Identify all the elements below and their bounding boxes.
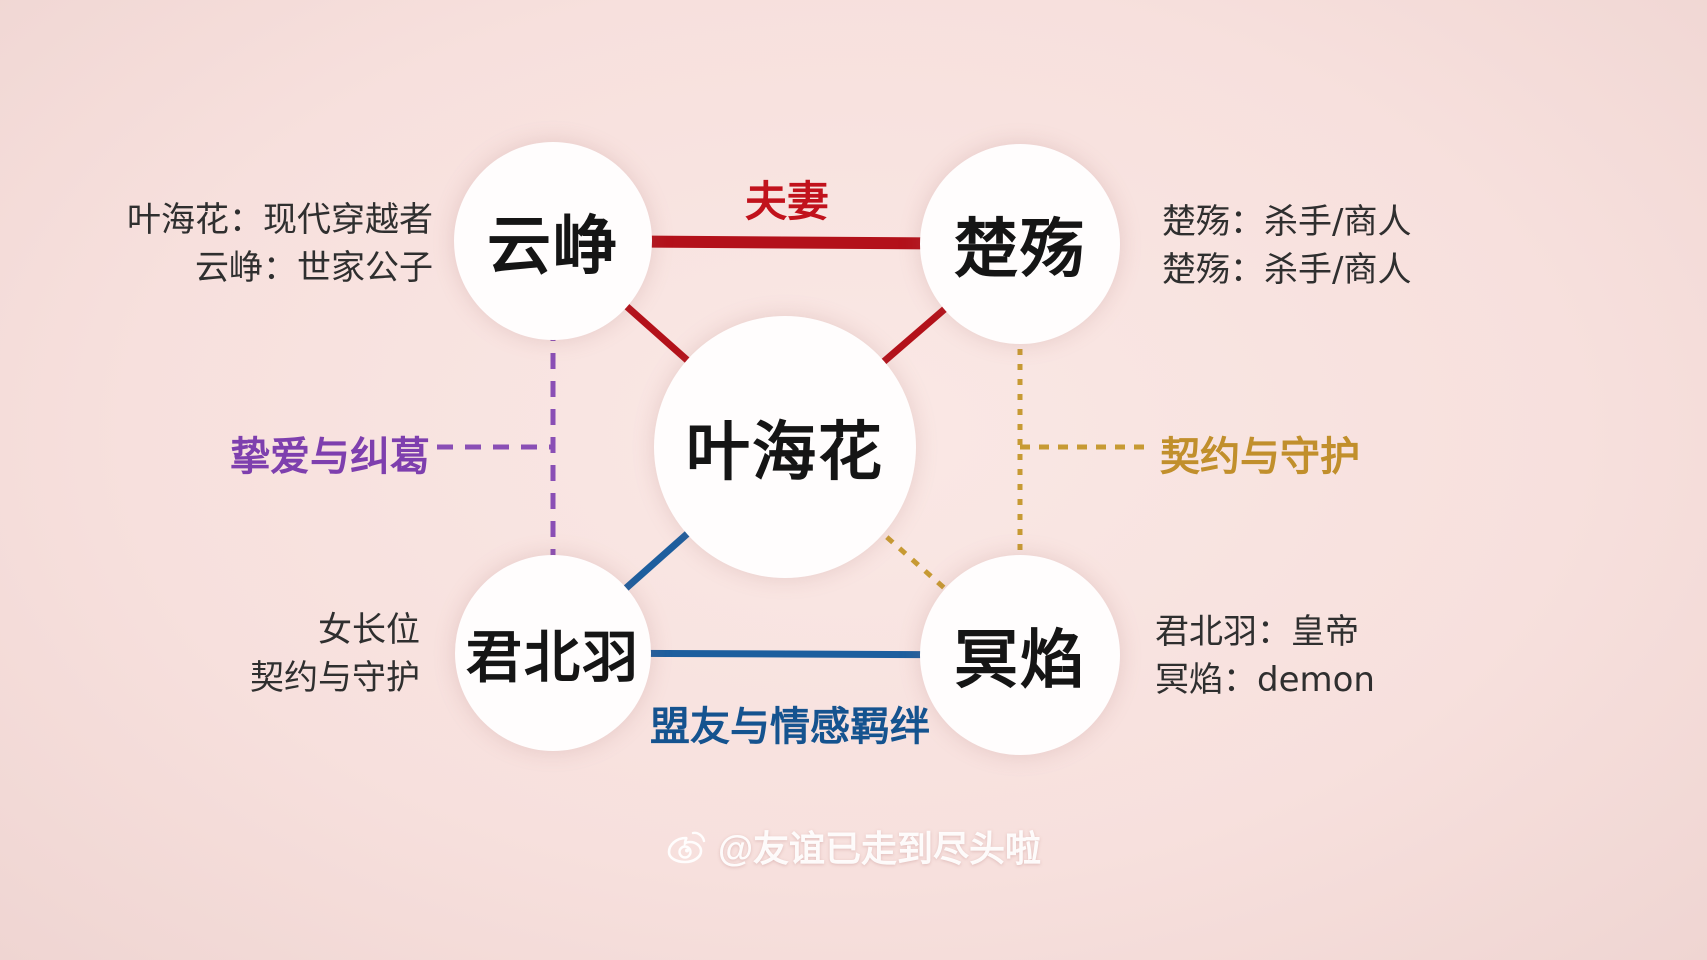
node-mingyan-label: 冥焰 <box>954 623 1086 698</box>
node-mingyan: 冥焰 <box>920 555 1120 755</box>
node-junbeiyu-label: 君北羽 <box>466 624 640 691</box>
annotation-bottom-right: 君北羽：皇帝 冥焰：demon <box>1155 608 1375 704</box>
annotation-line: 君北羽：皇帝 <box>1155 612 1359 652</box>
annotation-line: 云峥：世家公子 <box>195 248 433 288</box>
annotation-line: 女长位 <box>318 610 420 650</box>
annotation-line: 冥焰：demon <box>1155 660 1375 700</box>
node-chushang: 楚殇 <box>920 144 1120 344</box>
edge-label-spouse: 夫妻 <box>744 177 829 226</box>
node-yehaihua: 叶海花 <box>654 316 916 578</box>
watermark-text: @友谊已走到尽头啦 <box>717 828 1042 869</box>
weibo-icon <box>666 828 708 864</box>
annotation-line: 叶海花：现代穿越者 <box>127 200 433 240</box>
edge-label-love: 挚爱与纠葛 <box>230 434 430 480</box>
node-yunzheng-label: 云峥 <box>487 209 619 284</box>
annotation-line: 楚殇：杀手/商人 <box>1162 250 1412 290</box>
node-yehaihua-label: 叶海花 <box>686 415 884 490</box>
watermark: @友谊已走到尽头啦 <box>0 820 1707 872</box>
annotation-bottom-left: 女长位 契约与守护 <box>250 606 420 702</box>
annotation-line: 契约与守护 <box>250 658 420 698</box>
node-yunzheng: 云峥 <box>454 142 652 340</box>
annotation-top-left: 叶海花：现代穿越者 云峥：世家公子 <box>127 196 433 292</box>
annotation-line: 楚殇：杀手/商人 <box>1162 202 1412 242</box>
node-chushang-label: 楚殇 <box>954 212 1086 287</box>
edge-label-contract: 契约与守护 <box>1160 434 1360 480</box>
node-junbeiyu: 君北羽 <box>455 555 651 751</box>
annotation-top-right: 楚殇：杀手/商人 楚殇：杀手/商人 <box>1162 198 1411 294</box>
edge-label-ally: 盟友与情感羁绊 <box>650 704 930 750</box>
